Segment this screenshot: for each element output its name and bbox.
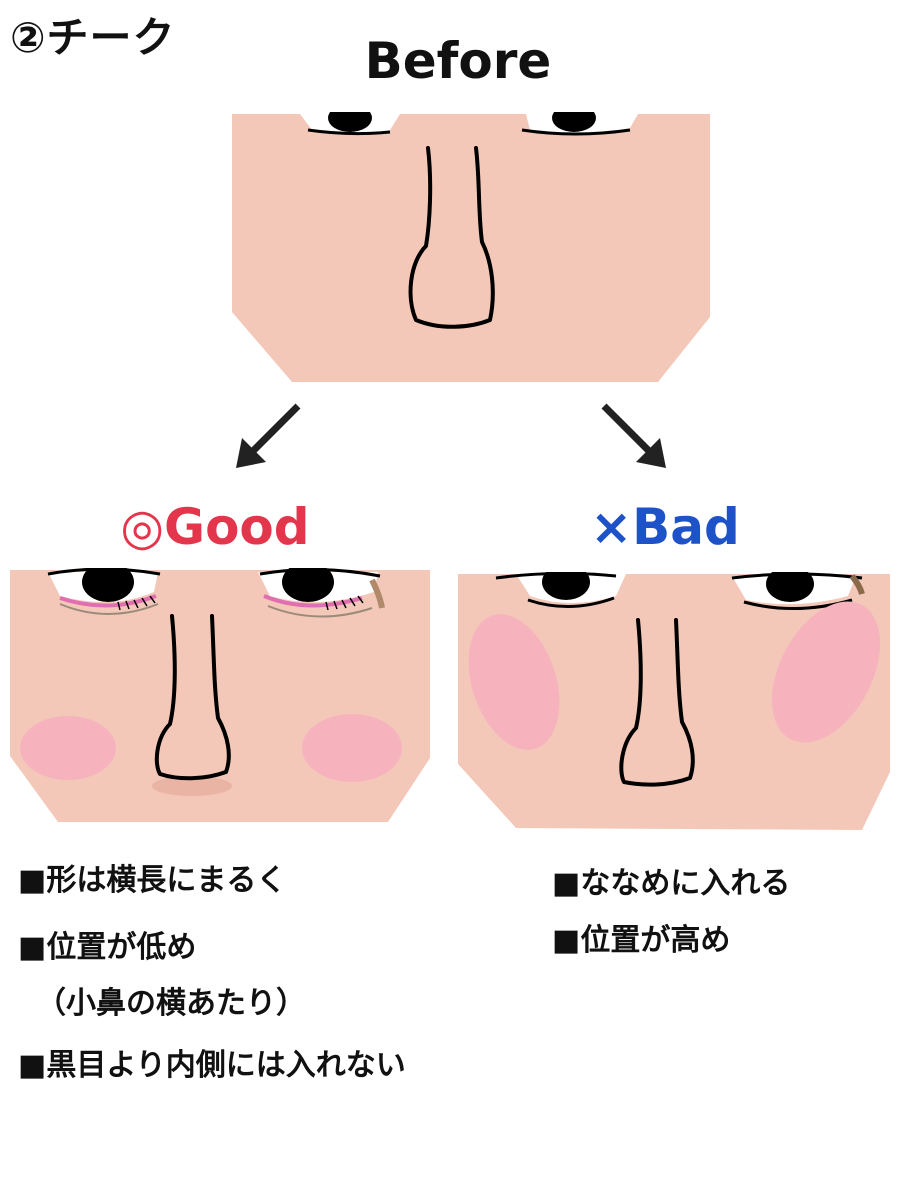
good-right-cheek-blush: [302, 714, 402, 782]
bad-note-diagonal: ■ななめに入れる: [552, 858, 790, 902]
bad-face-illustration: [456, 572, 892, 834]
before-label: Before: [0, 32, 900, 90]
good-note-position: ■位置が低め: [18, 922, 196, 966]
before-face-skin: [232, 114, 710, 382]
bad-label: ×Bad: [565, 498, 765, 556]
good-label: ◎Good: [95, 498, 335, 556]
good-face-illustration: [8, 568, 432, 826]
arrow-down-left-icon: [228, 398, 308, 478]
good-note-inner-limit: ■黒目より内側には入れない: [18, 1040, 406, 1084]
before-face-illustration: [230, 112, 712, 384]
good-note-position-detail: （小鼻の横あたり）: [36, 978, 306, 1022]
arrow-down-right-icon: [596, 398, 676, 478]
good-left-cheek-blush: [20, 716, 116, 780]
before-right-eye: [522, 112, 638, 134]
before-left-eye: [300, 112, 400, 134]
bad-note-position: ■位置が高め: [552, 915, 730, 959]
good-note-shape: ■形は横長にまるく: [18, 855, 286, 899]
